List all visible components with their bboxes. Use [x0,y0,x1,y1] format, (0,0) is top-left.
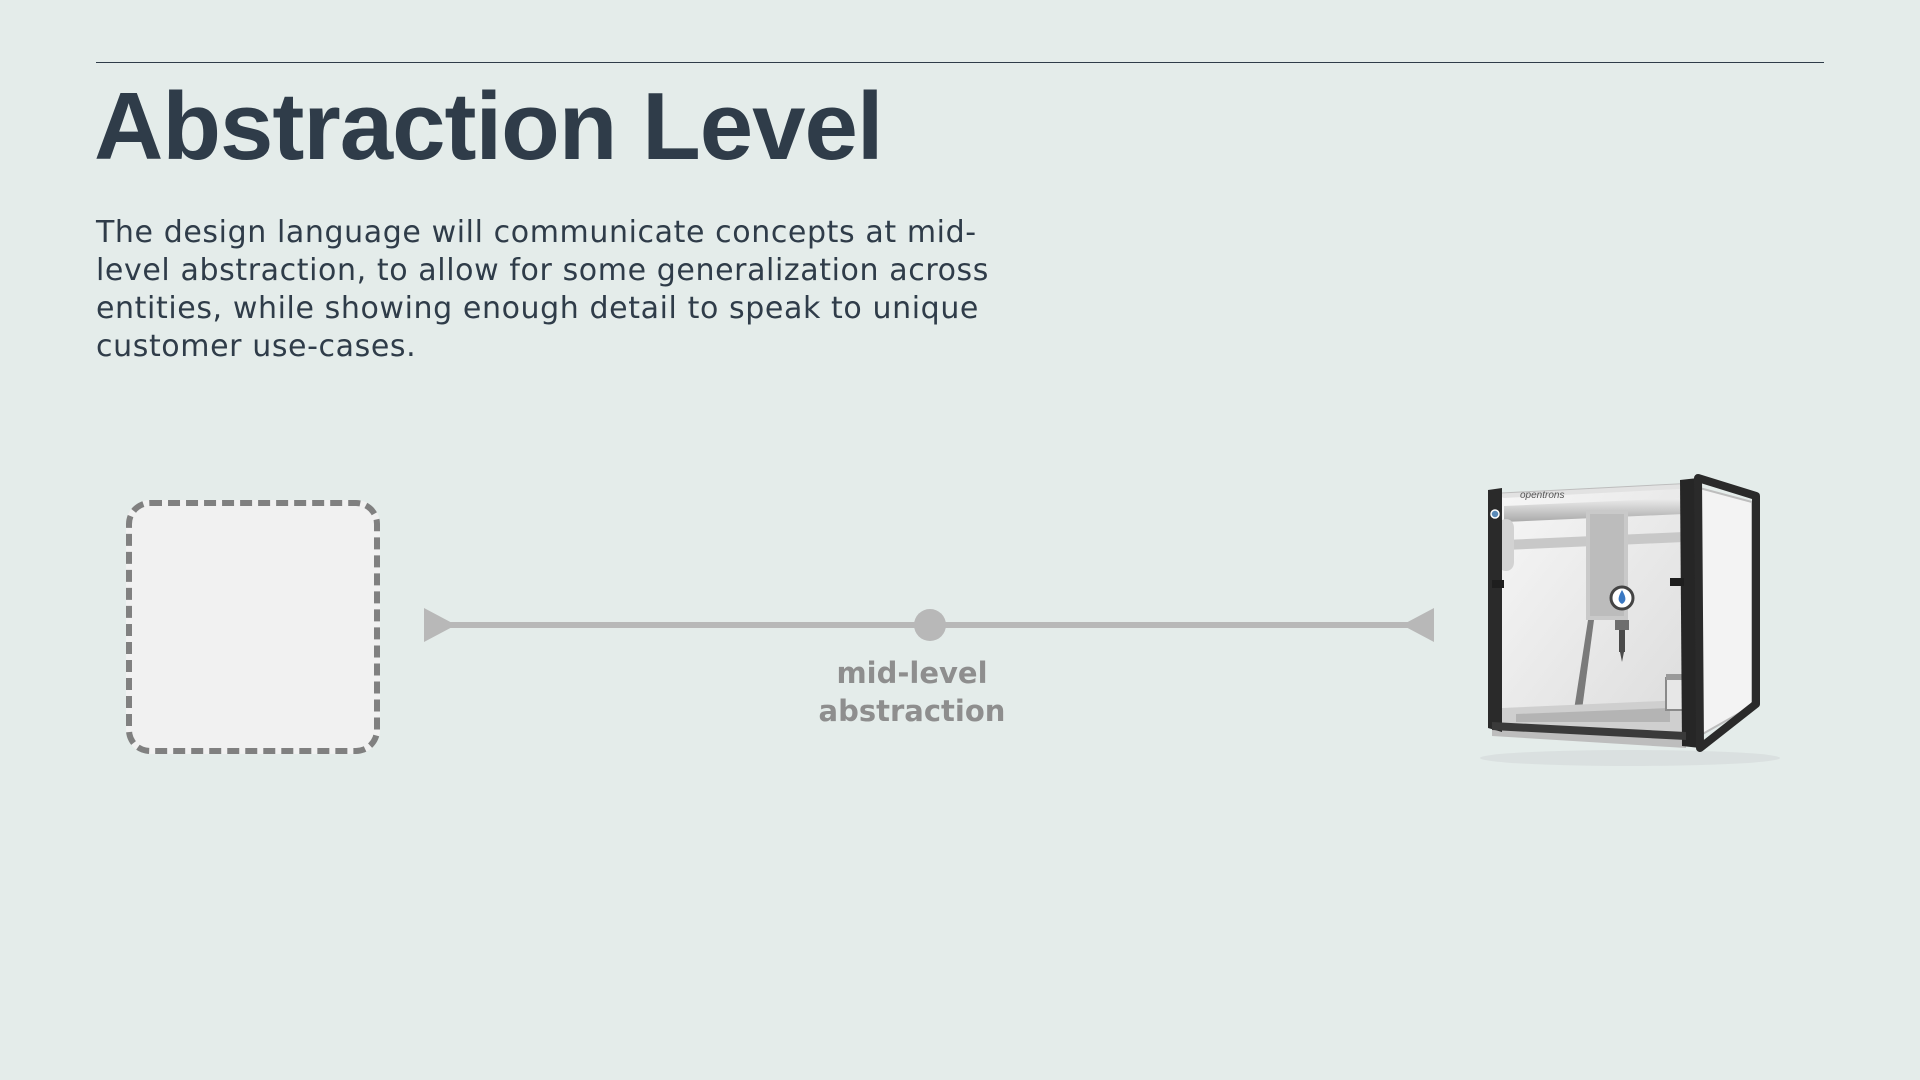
robot-brand-text: opentrons [1520,490,1564,501]
header-rule [96,62,1824,63]
description-text: The design language will communicate con… [96,215,990,364]
scale-marker-label: mid-level abstraction [818,656,1006,728]
scale-marker-dot [914,609,946,641]
liquid-handling-robot-image: opentrons [1470,470,1800,770]
scale-graphic [424,608,1434,642]
abstraction-scale [420,600,1440,650]
page-title: Abstraction Level [94,73,884,180]
scale-left-arrow-icon [424,608,456,642]
abstract-placeholder-box [126,500,380,754]
scale-right-arrow-icon [1402,608,1434,642]
robot-illustration: opentrons [1480,474,1780,766]
